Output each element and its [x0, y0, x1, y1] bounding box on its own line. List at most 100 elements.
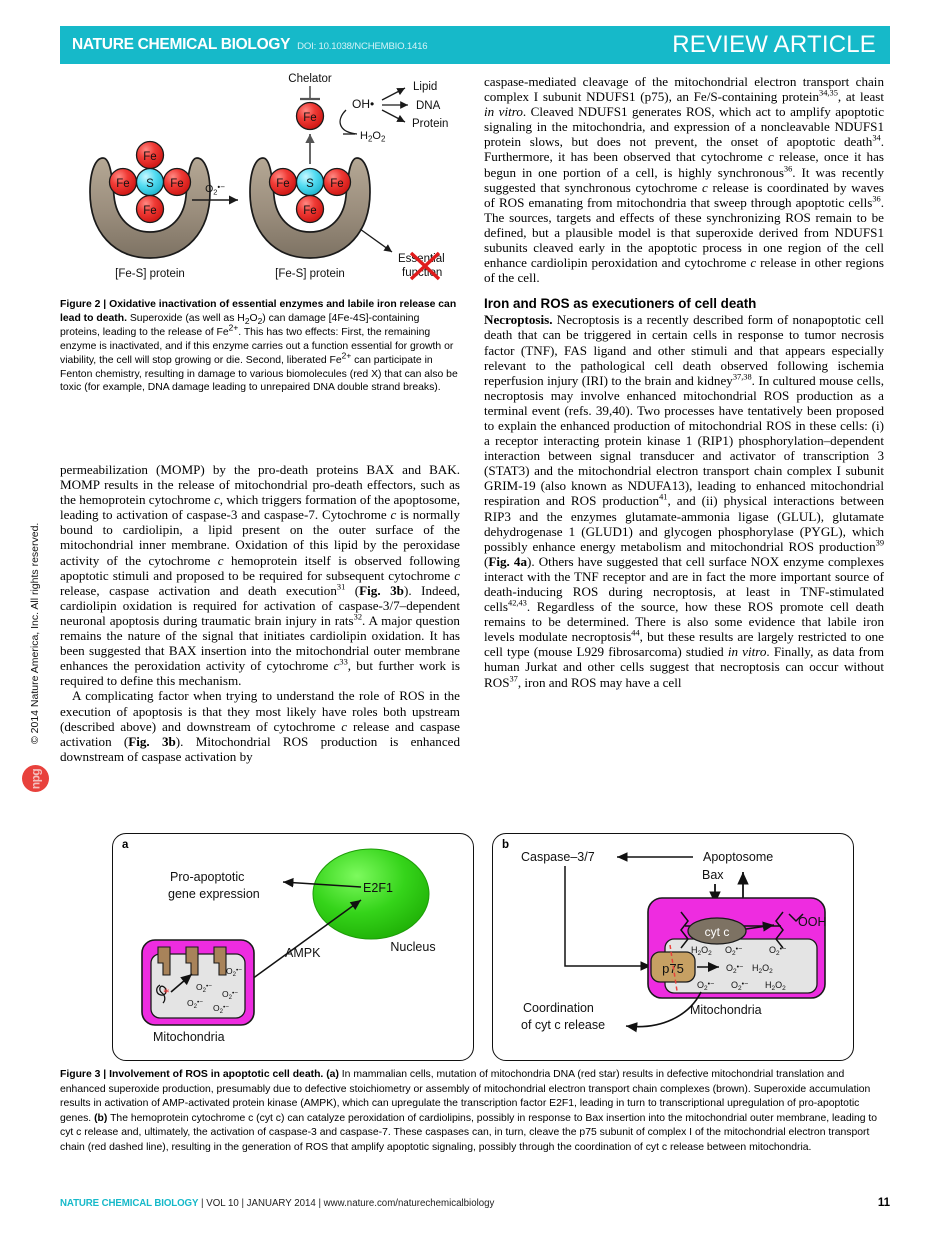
- rp2i: , iron and ROS may have a cell: [517, 674, 682, 690]
- lp1fig1: Fig. 3b: [359, 582, 404, 598]
- figure-3-label: Figure 3 |: [60, 1069, 107, 1080]
- rp2-runin: Necroptosis.: [484, 312, 553, 328]
- footer-journal-name: NATURE CHEMICAL BIOLOGY: [60, 1198, 199, 1209]
- lp2c: ). Mitochondrial ROS production is enhan…: [60, 733, 460, 764]
- svg-text:H2O2: H2O2: [765, 980, 786, 992]
- lp1s2: 32: [353, 612, 363, 622]
- page-footer: NATURE CHEMICAL BIOLOGY | VOL 10 | JANUA…: [60, 1197, 890, 1209]
- dna-label: DNA: [416, 100, 441, 112]
- fe-s-cluster-right: Fe Fe S Fe: [268, 167, 352, 224]
- lp2b: release and caspase activation (: [60, 718, 460, 749]
- rp2s5: 44: [631, 628, 640, 638]
- lp1i: . A major question remains the nature of…: [60, 612, 460, 674]
- ooh-label: OOH: [798, 915, 826, 929]
- svg-text:Fe: Fe: [143, 151, 156, 163]
- left-paragraph-1: permeabilization (MOMP) by the pro-death…: [60, 462, 460, 688]
- lp1c1: c: [213, 492, 220, 508]
- red-dashed-cleavage-line: [669, 944, 678, 992]
- svg-text:Fe: Fe: [170, 178, 183, 190]
- svg-text:O2•−: O2•−: [205, 183, 225, 197]
- section-heading-iron-ros: Iron and ROS as executioners of cell dea…: [484, 296, 757, 312]
- svg-text:H2O2: H2O2: [360, 130, 386, 144]
- rp2s4: 42,43: [508, 598, 527, 608]
- right-paragraph-2: Necroptosis. Necroptosis is a recently d…: [484, 312, 884, 689]
- lp1s3: 33: [339, 657, 348, 667]
- svg-text:H2O2: H2O2: [691, 945, 712, 957]
- rp1a: caspase-mediated cleavage of the mitocho…: [484, 74, 884, 105]
- figure-2-body-3: ) can damage [4Fe-4S]-containing protein…: [60, 312, 420, 338]
- figure-3-artwork: a E2F1 Nucleus Pro-apoptotic gene expres…: [60, 833, 890, 1063]
- lp1c2: c: [390, 507, 397, 523]
- rp2g: , but these results are largely restrict…: [484, 629, 884, 660]
- rp2s1: 37,38: [732, 372, 752, 382]
- essential-label: Essential: [398, 253, 445, 265]
- lp2a: A complicating factor when trying to und…: [60, 688, 460, 734]
- lp1c5: c: [333, 658, 340, 674]
- rp2a: Necroptosis is a recently described form…: [484, 312, 884, 388]
- fe-s-protein-right-label: [Fe-S] protein: [275, 268, 345, 280]
- hydroxyl-radical-label: OH•: [352, 97, 374, 111]
- figure-2-body-5: can participate in Fenton chemistry, res…: [60, 354, 458, 394]
- nucleus-label: Nucleus: [390, 940, 435, 954]
- cardiolipin-left: [680, 911, 689, 949]
- lp1b: , which triggers formation of the apopto…: [60, 492, 460, 523]
- rp2fig1: Fig. 4a: [488, 553, 528, 569]
- apoptosome-label: Apoptosome: [703, 850, 773, 864]
- lp2fig1: Fig. 3b: [128, 733, 176, 749]
- rp1s3: 36: [783, 164, 793, 174]
- left-paragraph-2: A complicating factor when trying to und…: [60, 688, 460, 763]
- ampk-label: AMPK: [285, 946, 321, 960]
- fig2-sup-2: 2+: [341, 350, 352, 361]
- lp2c1: c: [341, 718, 348, 734]
- cardiolipin-right: [775, 911, 784, 949]
- red-x-icon: [409, 251, 441, 281]
- fig2-sub-1: 2: [244, 315, 250, 326]
- mitochondria-label-a: Mitochondria: [153, 1030, 225, 1044]
- journal-identity: NATURE CHEMICAL BIOLOGY DOI: 10.1038/NCH…: [72, 36, 428, 54]
- rp1c1: c: [767, 149, 774, 165]
- figure-3-panel-b: b Caspase–3/7 Apoptosome Bax: [492, 833, 854, 1061]
- figure-2-body-2: O: [249, 312, 258, 324]
- svg-text:Fe: Fe: [330, 178, 343, 190]
- mitochondria-label-b: Mitochondria: [690, 1003, 762, 1017]
- fig2-sup-1: 2+: [228, 322, 239, 333]
- lp1f: release, caspase activation and death ex…: [60, 582, 337, 598]
- rp1i1: in vitro: [484, 104, 523, 120]
- pro-apoptotic-line1: Pro-apoptotic: [170, 870, 244, 884]
- coordination-line1: Coordination: [523, 1001, 594, 1015]
- etc-complexes-a: [157, 946, 227, 976]
- svg-text:Fe: Fe: [143, 205, 156, 217]
- p75-complex: p75: [650, 944, 696, 992]
- figure-3-b-text: The hemoprotein cytochrome c (cyt c) can…: [60, 1112, 878, 1153]
- fe-s-cluster-left: Fe Fe Fe S Fe: [108, 140, 192, 224]
- footer-citation: NATURE CHEMICAL BIOLOGY | VOL 10 | JANUA…: [60, 1198, 494, 1209]
- rp2i1: in vitro: [727, 644, 767, 660]
- right-text-column: caspase-mediated cleavage of the mitocho…: [484, 74, 884, 690]
- lp1c4: c: [454, 567, 460, 583]
- rp2e: ). Others have suggested that cell surfa…: [484, 553, 885, 615]
- cyt-c-shape: [687, 917, 747, 945]
- page-header-bar: NATURE CHEMICAL BIOLOGY DOI: 10.1038/NCH…: [60, 26, 890, 64]
- panel-b-letter: b: [502, 839, 510, 851]
- rp1g: release is coordinated by waves of ROS e…: [484, 179, 884, 210]
- lp1g: (: [345, 582, 360, 598]
- figure-2-caption: Figure 2 | Oxidative inactivation of ess…: [60, 298, 460, 395]
- figure-3-a-marker: (a): [326, 1069, 339, 1080]
- fig2-sub-2: 2: [257, 315, 263, 326]
- coordination-line2: of cyt c release: [521, 1018, 605, 1032]
- bax-label: Bax: [702, 868, 724, 882]
- e2f1-label: E2F1: [363, 881, 393, 895]
- page-number: 11: [877, 1197, 890, 1209]
- cyt-c-label: cyt c: [705, 925, 730, 939]
- copyright-notice: © 2014 Nature America, Inc. All rights r…: [29, 522, 41, 744]
- svg-text:S: S: [146, 178, 154, 190]
- released-fe-ion: [295, 101, 325, 131]
- lp1e: hemoprotein itself is observed following…: [60, 552, 460, 583]
- chelator-label: Chelator: [288, 73, 332, 85]
- svg-text:S: S: [306, 178, 314, 190]
- right-paragraph-1: caspase-mediated cleavage of the mitocho…: [484, 74, 884, 285]
- rp1s1: 34,35: [819, 88, 838, 98]
- figure-2-body-4: . This has two effects: First, the remai…: [60, 326, 454, 366]
- protein-label: Protein: [412, 118, 448, 130]
- svg-text:Fe: Fe: [303, 112, 316, 124]
